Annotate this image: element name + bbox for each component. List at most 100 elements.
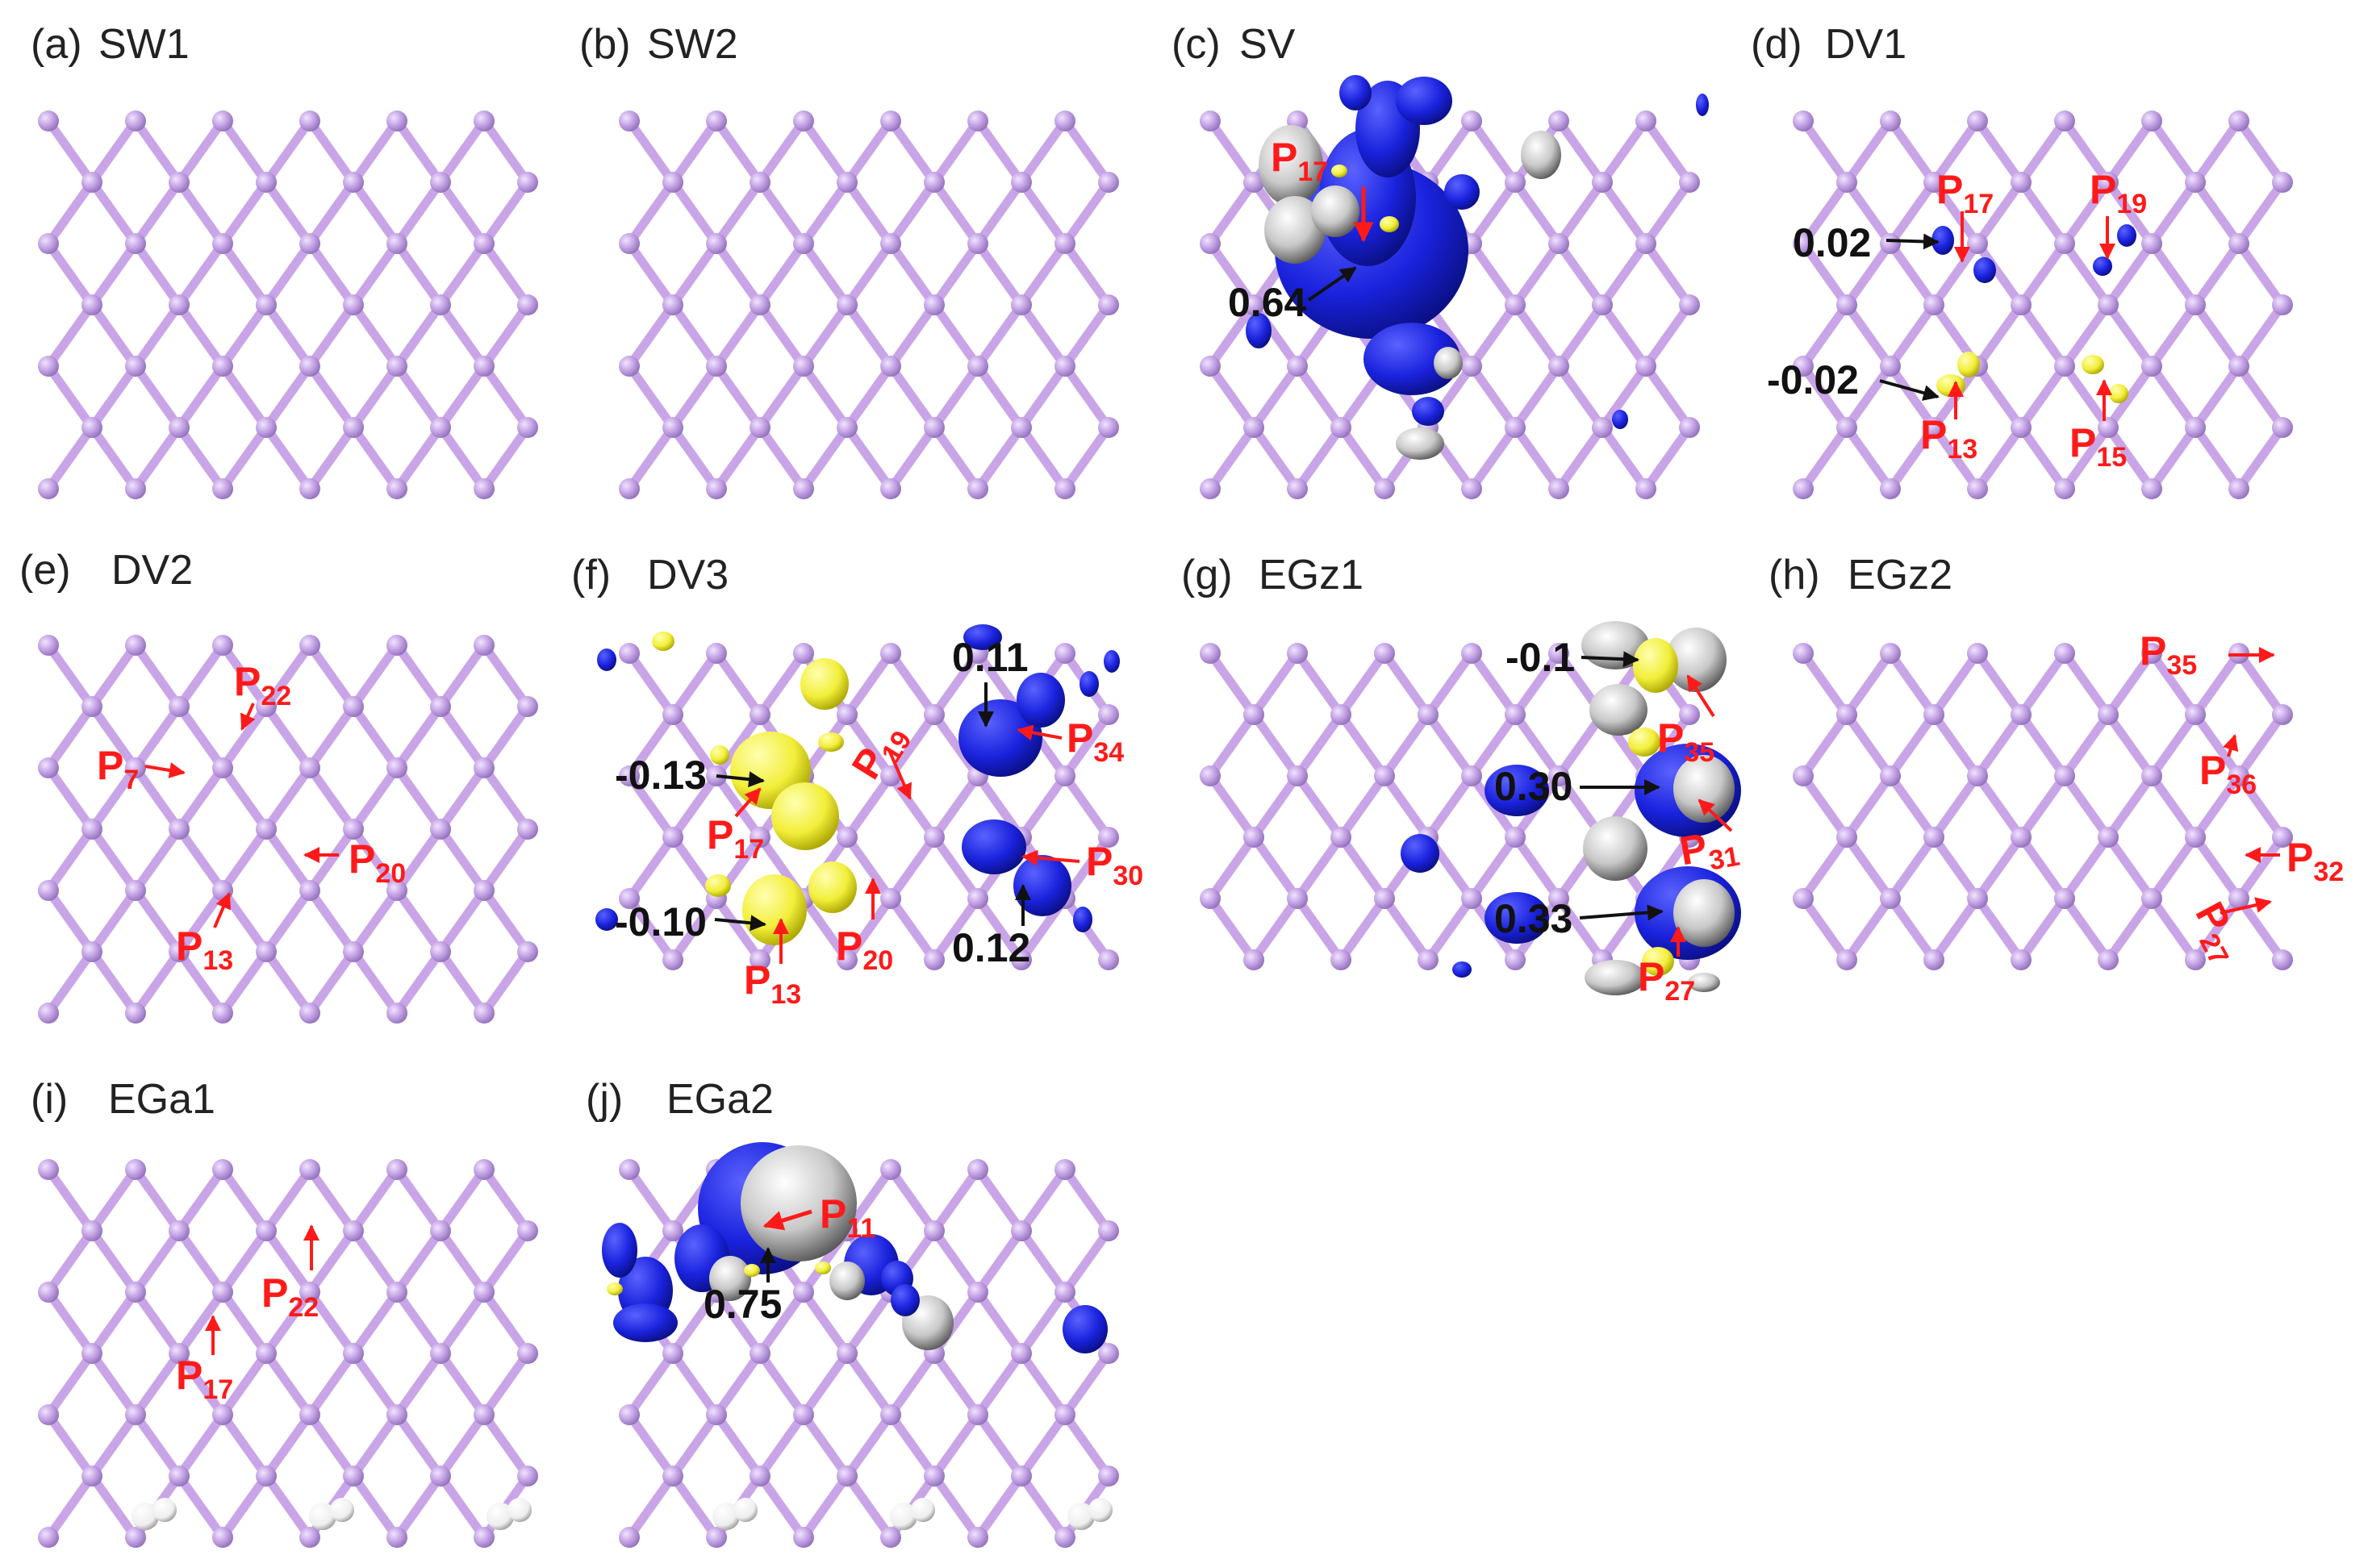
atom: [169, 819, 190, 840]
atom: [1200, 111, 1221, 131]
bond: [131, 239, 184, 310]
atom: [81, 1220, 102, 1241]
atom: [880, 1159, 901, 1180]
bond: [1510, 361, 1564, 432]
atom: [1635, 233, 1656, 254]
bond: [436, 1165, 489, 1236]
bond: [2103, 894, 2157, 965]
bond: [1842, 648, 1895, 719]
bond: [87, 177, 140, 248]
bond: [1510, 423, 1564, 494]
black-arrow: [1885, 233, 1940, 250]
atom: [619, 478, 640, 499]
panel-name: EGa1: [108, 1076, 215, 1123]
bond: [479, 702, 532, 773]
yellow-lobe: [2109, 384, 2128, 403]
atom: [1679, 704, 1700, 725]
atom-label: P27: [1638, 954, 1695, 1007]
red-arrow: [144, 762, 186, 778]
bond: [1641, 423, 1694, 494]
atom-label: P13: [1920, 412, 1977, 465]
atom: [1592, 172, 1613, 193]
atom: [517, 1220, 538, 1241]
bond: [1842, 423, 1895, 494]
atom: [256, 819, 277, 840]
atom: [125, 1282, 146, 1303]
panel-title-f: (f) DV3: [571, 552, 729, 598]
atom: [299, 1282, 320, 1303]
bond: [799, 116, 852, 187]
bond: [218, 116, 271, 187]
bond: [624, 1165, 678, 1236]
bond: [1205, 300, 1259, 371]
atom: [880, 643, 901, 664]
atom: [169, 1466, 190, 1487]
bond: [349, 1165, 402, 1236]
yellow-lobe: [652, 632, 674, 651]
bond: [1205, 771, 1259, 842]
bond: [1885, 423, 1939, 494]
bond: [712, 648, 765, 719]
bond: [392, 300, 445, 371]
bond: [479, 763, 532, 834]
bond: [479, 1165, 532, 1236]
bond: [305, 640, 358, 711]
bond: [1597, 239, 1651, 310]
atom: [837, 1343, 858, 1364]
panel-title-h: (h) EGz2: [1769, 552, 1952, 598]
panel-title-g: (g) EGz1: [1181, 552, 1363, 598]
bond: [261, 361, 315, 432]
atom: [1923, 949, 1944, 970]
bond: [1423, 894, 1476, 965]
atom: [2272, 294, 2293, 315]
bond: [668, 300, 721, 371]
panel-title-e: (e) DV2: [19, 547, 193, 594]
bond: [929, 710, 983, 781]
hydrogen-atom: [487, 1503, 514, 1530]
bond: [87, 702, 140, 773]
bond: [1973, 771, 2026, 842]
atom: [169, 1343, 190, 1364]
bond: [1292, 894, 1346, 965]
atom: [212, 757, 233, 778]
bond: [755, 239, 808, 310]
bond: [624, 832, 678, 903]
bond: [174, 1349, 228, 1420]
atom: [38, 1527, 59, 1548]
bond: [842, 1165, 896, 1236]
atom: [386, 478, 407, 499]
lattice-panel-e: [38, 635, 538, 1024]
atom: [125, 1404, 146, 1425]
atom: [662, 172, 683, 193]
bond: [842, 300, 896, 371]
atom: [880, 111, 901, 131]
atom: [2098, 827, 2119, 848]
yellow-lobe: [1380, 216, 1399, 232]
atom: [1011, 294, 1032, 315]
bond: [799, 894, 852, 965]
atom: [125, 880, 146, 901]
atom: [256, 417, 277, 438]
lattice-panel-b: [619, 111, 1119, 499]
atom: [924, 172, 945, 193]
bond: [2147, 771, 2200, 842]
atom: [837, 1466, 858, 1487]
atom-label: P30: [1086, 839, 1143, 891]
bond: [1249, 832, 1302, 903]
bond: [349, 824, 402, 895]
atom: [706, 1404, 727, 1425]
red-arrow: [762, 1209, 812, 1231]
bond: [1798, 361, 1852, 432]
bond: [668, 1410, 721, 1481]
bond: [174, 1410, 228, 1481]
blue-lobe: [1017, 673, 1065, 728]
atom: [2098, 949, 2119, 970]
bond: [1929, 648, 1982, 719]
bond: [436, 702, 489, 773]
bond: [174, 239, 228, 310]
bond: [1641, 239, 1694, 310]
atom: [474, 1003, 495, 1024]
bond: [2060, 177, 2113, 248]
atom: [880, 888, 901, 909]
